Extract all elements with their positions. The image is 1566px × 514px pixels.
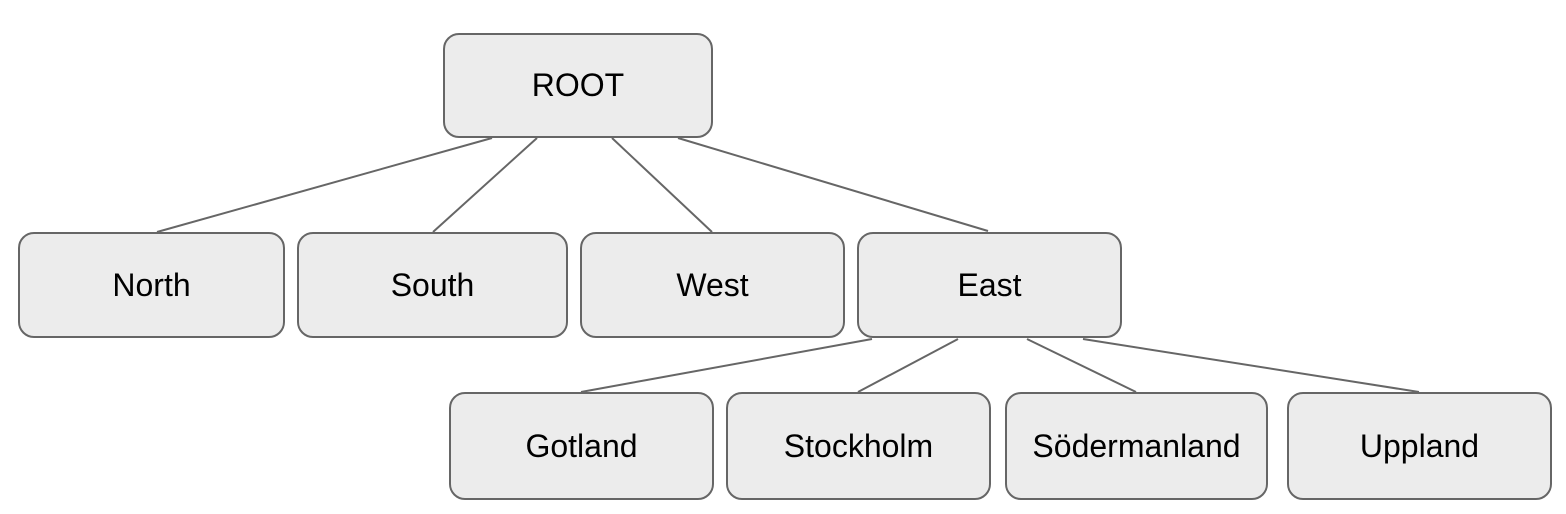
- edge-root-south: [432, 137, 538, 233]
- tree-node-east: East: [857, 232, 1122, 338]
- edge-east-gotland: [580, 338, 873, 393]
- edge-east-stockholm: [857, 338, 959, 393]
- tree-node-sodermanland: Södermanland: [1005, 392, 1268, 500]
- edge-east-uppland: [1082, 338, 1420, 393]
- tree-node-north: North: [18, 232, 285, 338]
- edge-east-sodermanland: [1026, 338, 1137, 393]
- edge-root-west: [611, 137, 713, 233]
- tree-node-root: ROOT: [443, 33, 713, 138]
- tree-node-gotland: Gotland: [449, 392, 714, 500]
- edge-root-east: [677, 137, 989, 232]
- tree-node-stockholm: Stockholm: [726, 392, 991, 500]
- tree-node-west: West: [580, 232, 845, 338]
- edge-root-north: [156, 137, 493, 233]
- tree-node-south: South: [297, 232, 568, 338]
- tree-node-uppland: Uppland: [1287, 392, 1552, 500]
